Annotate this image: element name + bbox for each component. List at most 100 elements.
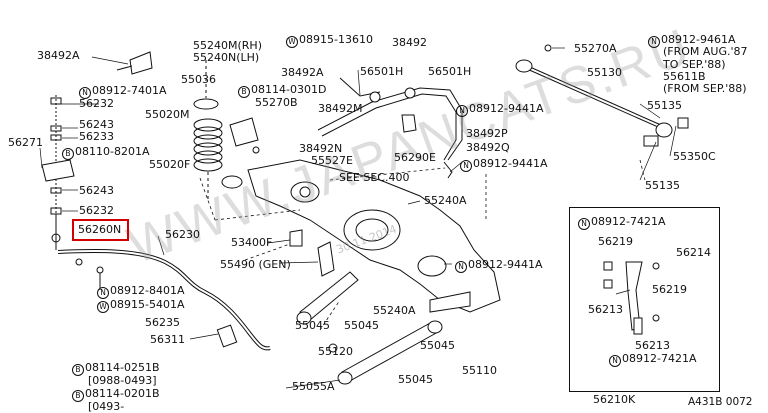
part-label-see-sec[interactable]: SEE SEC.400	[339, 172, 410, 184]
part-label-55020f[interactable]: 55020F	[149, 159, 190, 171]
part-number-text: 55240N(LH)	[193, 51, 260, 64]
part-label-56232-bot[interactable]: 56232	[79, 205, 114, 217]
part-label-55045-a[interactable]: 55045	[295, 320, 330, 332]
part-number-text: 55270B	[255, 96, 298, 109]
part-label-55490[interactable]: 55490 (GEN)	[220, 259, 291, 271]
part-label-38492m[interactable]: 38492M	[318, 103, 362, 115]
part-number-text: 08114-0251B	[85, 361, 160, 374]
part-label-38492-top[interactable]: 38492	[392, 37, 427, 49]
part-label-56213-b[interactable]: 56213	[635, 340, 670, 352]
part-label-56243-top[interactable]: 56243	[79, 119, 114, 131]
part-label-55240a-a[interactable]: 55240A	[424, 195, 467, 207]
part-label-38492a-mid[interactable]: 38492A	[281, 67, 324, 79]
part-label-55350c[interactable]: 55350C	[673, 151, 716, 163]
part-label-55110[interactable]: 55110	[462, 365, 497, 377]
part-number-text: 56213	[588, 303, 623, 316]
prefix-circle-n: N	[456, 105, 468, 117]
part-label-to-sep[interactable]: TO SEP.'88)	[663, 59, 726, 71]
part-label-56235[interactable]: 56235	[145, 317, 180, 329]
part-label-56243-bot[interactable]: 56243	[79, 185, 114, 197]
part-number-text: 55135	[645, 179, 680, 192]
part-number-text: 56290E	[394, 151, 436, 164]
part-label-38492p[interactable]: 38492P	[466, 128, 508, 140]
part-label-56233[interactable]: 56233	[79, 131, 114, 143]
part-label-from-sep[interactable]: (FROM SEP.'88)	[663, 83, 747, 95]
part-number-text: 08912-7401A	[92, 84, 167, 97]
part-number-text: [0988-0493]	[88, 374, 157, 387]
part-label-38492n[interactable]: 38492N	[299, 143, 342, 155]
highlighted-part-label[interactable]: 56260N	[78, 223, 122, 236]
part-label-55120[interactable]: 55120	[318, 346, 353, 358]
part-label-55045-b[interactable]: 55045	[344, 320, 379, 332]
part-number-text: 38492P	[466, 127, 508, 140]
part-number-text: 38492	[392, 36, 427, 49]
part-label-38492a-left[interactable]: 38492A	[37, 50, 80, 62]
prefix-circle-b: B	[72, 390, 84, 402]
part-number-text: 56243	[79, 184, 114, 197]
bracket-38492a	[91, 51, 153, 75]
part-label-55240m[interactable]: 55240M(RH)	[193, 40, 262, 52]
part-label-55240a-b[interactable]: 55240A	[373, 305, 416, 317]
part-number-text: 55240A	[424, 194, 467, 207]
part-label-from-aug[interactable]: (FROM AUG.'87	[663, 46, 748, 58]
part-label-55527e[interactable]: 55527E	[311, 155, 353, 167]
part-label-55020m[interactable]: 55020M	[145, 109, 189, 121]
part-label-55270b[interactable]: 55270B	[255, 97, 298, 109]
part-number-text: 56233	[79, 130, 114, 143]
part-label-56271[interactable]: 56271	[8, 137, 43, 149]
part-number-text: SEE SEC.400	[339, 171, 410, 184]
part-label-56311[interactable]: 56311	[150, 334, 185, 346]
part-label-55270a[interactable]: 55270A	[574, 43, 617, 55]
part-number-text: TO SEP.'88)	[663, 58, 726, 71]
part-label-38492q[interactable]: 38492Q	[466, 142, 510, 154]
part-label-56213-a[interactable]: 56213	[588, 304, 623, 316]
part-label-56501h-a[interactable]: 56501H	[360, 66, 403, 78]
part-label-55611b[interactable]: 55611B	[663, 71, 706, 83]
part-label-55135-b[interactable]: 55135	[645, 180, 680, 192]
part-label-56501h-b[interactable]: 56501H	[428, 66, 471, 78]
part-number-text: 56232	[79, 204, 114, 217]
part-number-text: 55350C	[673, 150, 716, 163]
lateral-rod	[515, 44, 689, 147]
part-label-56230[interactable]: 56230	[165, 229, 200, 241]
part-label-53400f[interactable]: 53400F	[231, 237, 272, 249]
rear-subframe	[247, 159, 501, 313]
part-label-56290e[interactable]: 56290E	[394, 152, 436, 164]
part-label-56210k[interactable]: 56210K	[593, 394, 635, 406]
part-label-55055a[interactable]: 55055A	[292, 381, 335, 393]
part-label-55135-a[interactable]: 55135	[647, 100, 682, 112]
part-label-55045-d[interactable]: 55045	[398, 374, 433, 386]
part-label-range-0493[interactable]: [0493-	[88, 401, 124, 413]
part-label-55240n[interactable]: 55240N(LH)	[193, 52, 259, 64]
stabilizer-bar	[57, 249, 271, 351]
part-label-56219-a[interactable]: 56219	[598, 236, 633, 248]
highlight-box	[72, 219, 129, 241]
part-label-55130[interactable]: 55130	[587, 67, 622, 79]
part-number-text: 55020F	[149, 158, 191, 171]
part-number-text: 56311	[150, 333, 185, 346]
part-number-text: 56210K	[593, 393, 636, 406]
part-number-text: 56213	[635, 339, 670, 352]
part-label-56219-b[interactable]: 56219	[652, 284, 687, 296]
part-number-text: 08114-0301D	[251, 83, 327, 96]
part-label-55036[interactable]: 55036	[181, 74, 216, 86]
part-label-range-0988[interactable]: [0988-0493]	[88, 375, 157, 387]
part-label-56232-top[interactable]: 56232	[79, 98, 114, 110]
part-label-56214[interactable]: 56214	[676, 247, 711, 259]
part-label-55045-c[interactable]: 55045	[420, 340, 455, 352]
figure-code: A431B 0072	[688, 396, 753, 408]
